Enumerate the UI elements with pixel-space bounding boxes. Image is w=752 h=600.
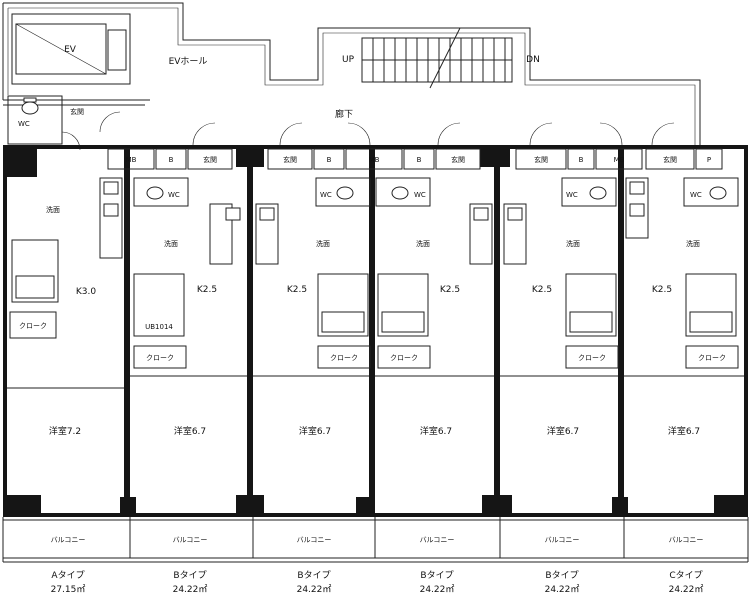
b-label-2: B: [327, 156, 332, 164]
entrance-label-2: 玄関: [283, 155, 297, 164]
common-wc-label: WC: [18, 120, 30, 128]
area-label-6: 24.22㎡: [669, 584, 704, 595]
building-outline: [2, 2, 701, 148]
balcony-label-5: バルコニー: [545, 536, 580, 544]
kitchen-label-3: K2.5: [287, 285, 307, 295]
balcony-label-6: バルコニー: [669, 536, 704, 544]
washroom-label-1: 洗面: [46, 205, 60, 214]
kitchen-label-2: K2.5: [197, 285, 217, 295]
area-label-1: 27.15㎡: [51, 584, 86, 595]
closet-label-2: クローク: [146, 354, 174, 362]
entrance-label-1: 玄関: [203, 155, 217, 164]
p-label: P: [707, 156, 711, 164]
wc-boxes: [133, 177, 739, 207]
area-label-4: 24.22㎡: [420, 584, 455, 595]
wc-label-1: WC: [168, 191, 180, 199]
type-label-1: Aタイプ: [51, 570, 84, 581]
wc-label-5: WC: [690, 191, 702, 199]
type-label-5: Bタイプ: [545, 570, 578, 581]
entrance-boxes: [107, 148, 723, 170]
type-label-3: Bタイプ: [297, 570, 330, 581]
corridor-doors: [192, 122, 675, 146]
closet-label-5: クローク: [578, 354, 606, 362]
entrance-label-4: 玄関: [534, 155, 548, 164]
washroom-label-3: 洗面: [316, 239, 330, 248]
washroom-label-6: 洗面: [686, 239, 700, 248]
area-label-5: 24.22㎡: [545, 584, 580, 595]
room-label-6: 洋室6.7: [668, 425, 700, 437]
washroom-label-5: 洗面: [566, 239, 580, 248]
type-label-4: Bタイプ: [420, 570, 453, 581]
balcony-dividers: [129, 517, 625, 558]
balcony-label-3: バルコニー: [297, 536, 332, 544]
b-label-4: B: [579, 156, 584, 164]
elevator: EV: [11, 13, 131, 85]
wc-label-3: WC: [414, 191, 426, 199]
entrance-label-3: 玄関: [451, 155, 465, 164]
area-label-3: 24.22㎡: [297, 584, 332, 595]
washroom-label-4: 洗面: [416, 239, 430, 248]
ev-label: EV: [64, 45, 77, 55]
stairs-up-label: UP: [342, 55, 355, 65]
common-entrance-label: 玄関: [70, 107, 84, 116]
type-label-6: Cタイプ: [669, 570, 702, 581]
kitchen-counters: [99, 177, 649, 265]
closet-label-1: クローク: [19, 322, 47, 330]
wc-label-4: WC: [566, 191, 578, 199]
corridor-label: 廊下: [335, 108, 353, 120]
closet-label-3: クローク: [330, 354, 358, 362]
room-label-5: 洋室6.7: [547, 425, 579, 437]
kitchen-label-6: K2.5: [652, 285, 672, 295]
wc-label-2: WC: [320, 191, 332, 199]
b-label-3: B: [417, 156, 422, 164]
room-label-4: 洋室6.7: [420, 425, 452, 437]
party-walls: [124, 149, 624, 513]
area-label-2: 24.22㎡: [173, 584, 208, 595]
washroom-label-2: 洗面: [164, 239, 178, 248]
room-partitions: [7, 375, 744, 389]
closet-label-6: クローク: [698, 354, 726, 362]
room-label-2: 洋室6.7: [174, 425, 206, 437]
balcony-label-2: バルコニー: [173, 536, 208, 544]
room-label-3: 洋室6.7: [299, 425, 331, 437]
room-label-1: 洋室7.2: [49, 425, 81, 437]
mb-label-3: MB: [614, 156, 625, 164]
unit-bath-label: UB1014: [145, 323, 173, 331]
mb-label-2: MB: [369, 156, 380, 164]
kitchen-label-1: K3.0: [76, 287, 96, 297]
staircase: [361, 27, 513, 89]
balcony-label-4: バルコニー: [420, 536, 455, 544]
entrance-label-5: 玄関: [663, 155, 677, 164]
balcony-label-1: バルコニー: [51, 536, 86, 544]
kitchen-label-5: K2.5: [532, 285, 552, 295]
b-label-1: B: [169, 156, 174, 164]
closets: [9, 311, 739, 369]
type-label-2: Bタイプ: [173, 570, 206, 581]
kitchen-label-4: K2.5: [440, 285, 460, 295]
ev-hall-label: EVホール: [169, 56, 208, 67]
stairs-down-label: DN: [526, 55, 540, 65]
mb-label-1: MB: [126, 156, 137, 164]
bathrooms: [11, 239, 737, 337]
common-wc: WC 玄関: [7, 95, 121, 151]
closet-label-4: クローク: [390, 354, 418, 362]
